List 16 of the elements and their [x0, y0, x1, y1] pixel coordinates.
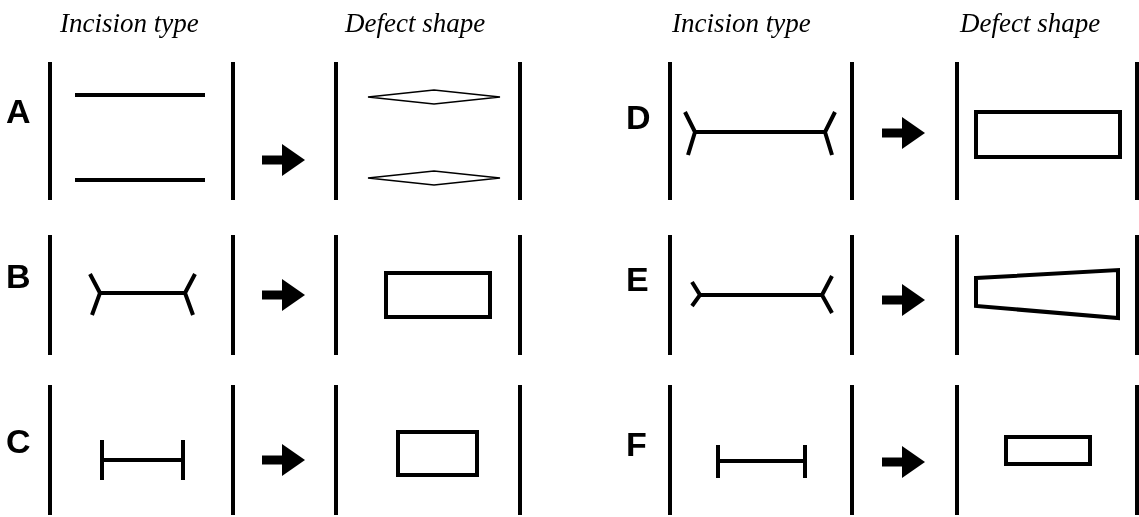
panel-letter: A [6, 92, 31, 131]
column-heading: Defect shape [345, 8, 486, 39]
panel-letter: F [626, 425, 647, 464]
arrow [882, 284, 925, 316]
arrow [262, 279, 305, 311]
arrow [262, 444, 305, 476]
arrow [882, 117, 925, 149]
column-heading: Incision type [672, 8, 811, 39]
panel-letter: D [626, 98, 651, 137]
arrow [882, 446, 925, 478]
panel-letter: B [6, 257, 31, 296]
panel-letter: C [6, 422, 31, 461]
panel-letter: E [626, 260, 649, 299]
arrow [262, 144, 305, 176]
column-heading: Defect shape [960, 8, 1101, 39]
column-heading: Incision type [60, 8, 199, 39]
